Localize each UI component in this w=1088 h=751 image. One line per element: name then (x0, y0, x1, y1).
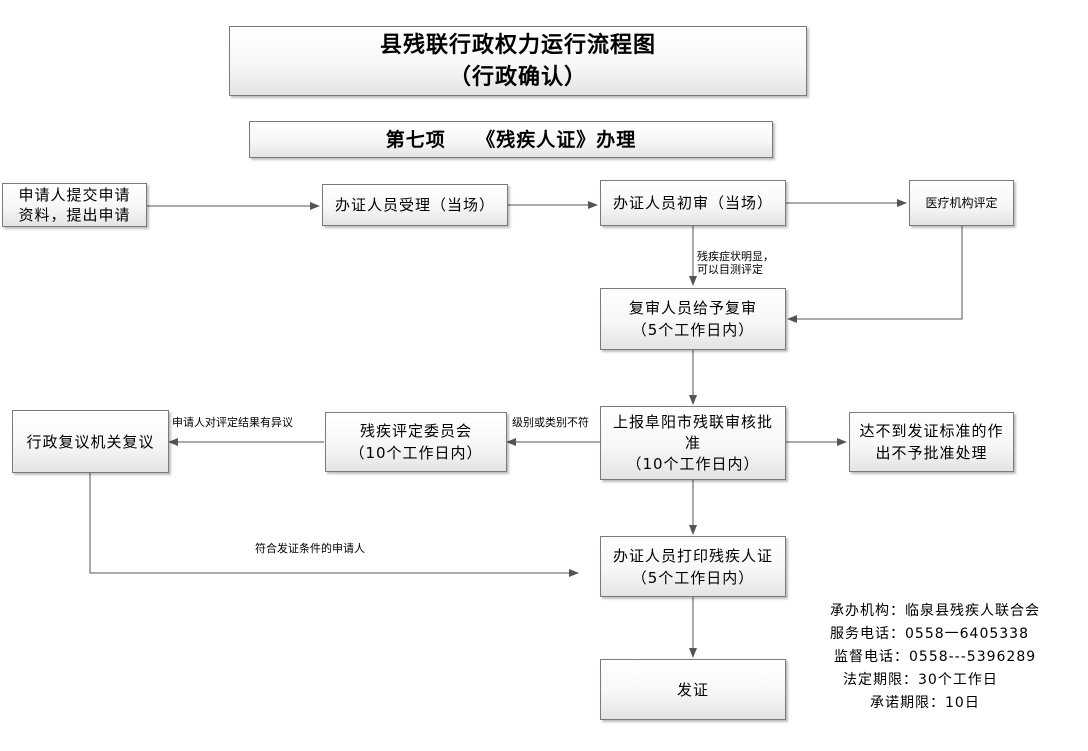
node-reject-line-1: 达不到发证标准的作 (859, 422, 1004, 440)
edge-label-obvious-line-1: 残疾症状明显， (697, 250, 774, 263)
node-report: 上报阜阳市残联审核批 准 （10个工作日内） (600, 406, 786, 480)
info-service-phone: 服务电话：0558一6405338 (830, 626, 1029, 642)
node-reject-line-2: 出不予批准处理 (875, 444, 988, 462)
node-report-line-3: （10个工作日内） (626, 454, 760, 473)
node-medical-label: 医疗机构评定 (925, 196, 998, 210)
subtitle-text: 第七项 《残疾人证》办理 (385, 128, 637, 151)
node-apply: 申请人提交申请 资料，提出申请 (2, 183, 147, 227)
node-report-line-2: 准 (684, 433, 701, 452)
node-accept-label: 办证人员受理（当场） (334, 196, 495, 214)
page-title: 县残联行政权力运行流程图 （行政确认） (229, 26, 807, 96)
arrow-admin-to-print (89, 473, 579, 577)
node-print-line-1: 办证人员打印残疾人证 (612, 546, 773, 565)
title-line-2: （行政确认） (448, 64, 587, 90)
info-org: 承办机构：临泉县残疾人联合会 (830, 603, 1040, 619)
node-committee-line-1: 残疾评定委员会 (359, 422, 472, 440)
node-reject: 达不到发证标准的作 出不予批准处理 (849, 412, 1014, 472)
node-second-review: 复审人员给予复审 （5个工作日内） (600, 288, 786, 350)
node-medical: 医疗机构评定 (909, 180, 1014, 226)
info-legal-limit: 法定期限：30个工作日 (843, 672, 998, 688)
page-subtitle: 第七项 《残疾人证》办理 (249, 121, 773, 158)
edge-label-eligible: 符合发证条件的申请人 (255, 542, 365, 555)
node-issue-label: 发证 (676, 680, 709, 699)
node-print-line-2: （5个工作日内） (631, 568, 755, 587)
edge-label-obvious-line-2: 可以目测评定 (697, 263, 763, 276)
title-line-1: 县残联行政权力运行流程图 (379, 32, 656, 58)
node-initial-review-label: 办证人员初审（当场） (612, 194, 773, 212)
node-initial-review: 办证人员初审（当场） (600, 180, 786, 226)
node-issue: 发证 (600, 659, 786, 720)
node-admin-review-label: 行政复议机关复议 (26, 432, 155, 451)
edge-label-objection: 申请人对评定结果有异议 (172, 416, 293, 429)
edge-label-mismatch: 级别或类别不符 (512, 416, 589, 429)
node-accept: 办证人员受理（当场） (322, 184, 508, 226)
node-print: 办证人员打印残疾人证 （5个工作日内） (600, 536, 786, 597)
node-second-review-line-2: （5个工作日内） (631, 321, 755, 339)
node-apply-line-2: 资料，提出申请 (18, 206, 131, 224)
edge-label-obvious: 残疾症状明显， 可以目测评定 (697, 250, 774, 276)
arrow-medical-to-second (787, 226, 963, 323)
node-committee-line-2: （10个工作日内） (349, 444, 483, 462)
info-supervise-phone: 监督电话：0558---5396289 (834, 649, 1037, 665)
node-report-line-1: 上报阜阳市残联审核批 (612, 412, 773, 431)
node-committee: 残疾评定委员会 （10个工作日内） (325, 412, 507, 472)
node-admin-review: 行政复议机关复议 (12, 410, 169, 473)
info-promise-limit: 承诺期限：10日 (870, 695, 980, 711)
node-apply-line-1: 申请人提交申请 (18, 186, 131, 204)
node-second-review-line-1: 复审人员给予复审 (628, 299, 757, 317)
